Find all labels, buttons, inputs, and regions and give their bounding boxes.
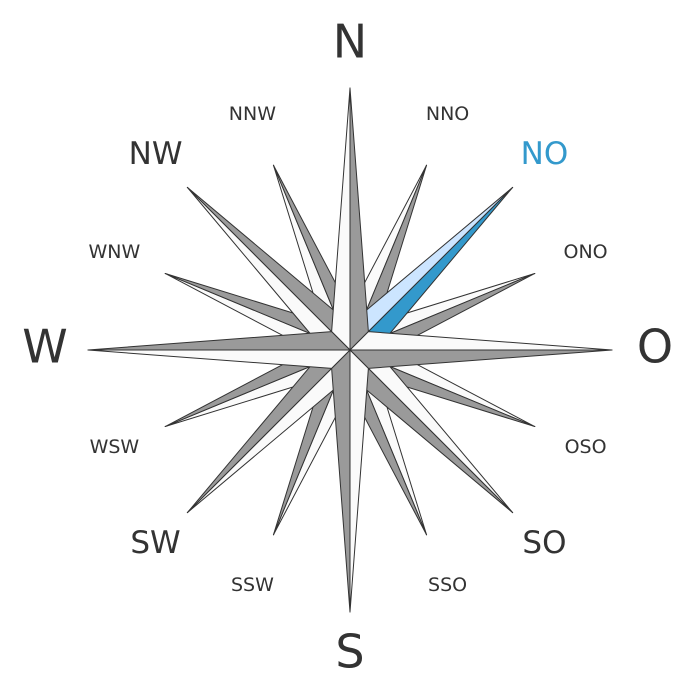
point-w-light-face [87,349,351,369]
point-o-dark-face [349,349,613,369]
direction-label-nw: NW [129,136,183,172]
direction-label-no: NO [521,136,569,172]
compass-point-no [349,186,514,351]
compass-point-n [331,87,369,351]
direction-label-wsw: WSW [90,436,140,458]
direction-labels-layer: N NNO NO ONO O OSO SO SSO S SSW SW WSW W WNW NW NNW [22,15,673,679]
point-w-dark-face [87,331,351,351]
direction-label-wnw: WNW [89,241,141,263]
direction-label-s: S [335,625,364,679]
compass-point-o [349,331,613,369]
compass-point-s [331,349,369,613]
direction-label-o: O [637,320,673,374]
point-s-light-face [349,349,369,613]
direction-label-w: W [22,320,67,374]
point-n-light-face [331,87,351,351]
ordinal-points-layer [186,186,514,514]
cardinal-points-layer [87,87,613,613]
direction-label-oso: OSO [565,436,607,458]
direction-label-sw: SW [130,525,180,561]
direction-label-ono: ONO [564,241,608,263]
direction-label-nnw: NNW [229,103,276,125]
direction-label-n: N [333,15,367,69]
direction-label-ssw: SSW [231,574,274,596]
compass-point-w [87,331,351,369]
direction-label-nno: NNO [426,103,469,125]
point-o-light-face [349,331,613,351]
point-n-dark-face [349,87,369,351]
direction-label-so: SO [522,525,566,561]
point-s-dark-face [331,349,351,613]
direction-label-sso: SSO [428,574,467,596]
